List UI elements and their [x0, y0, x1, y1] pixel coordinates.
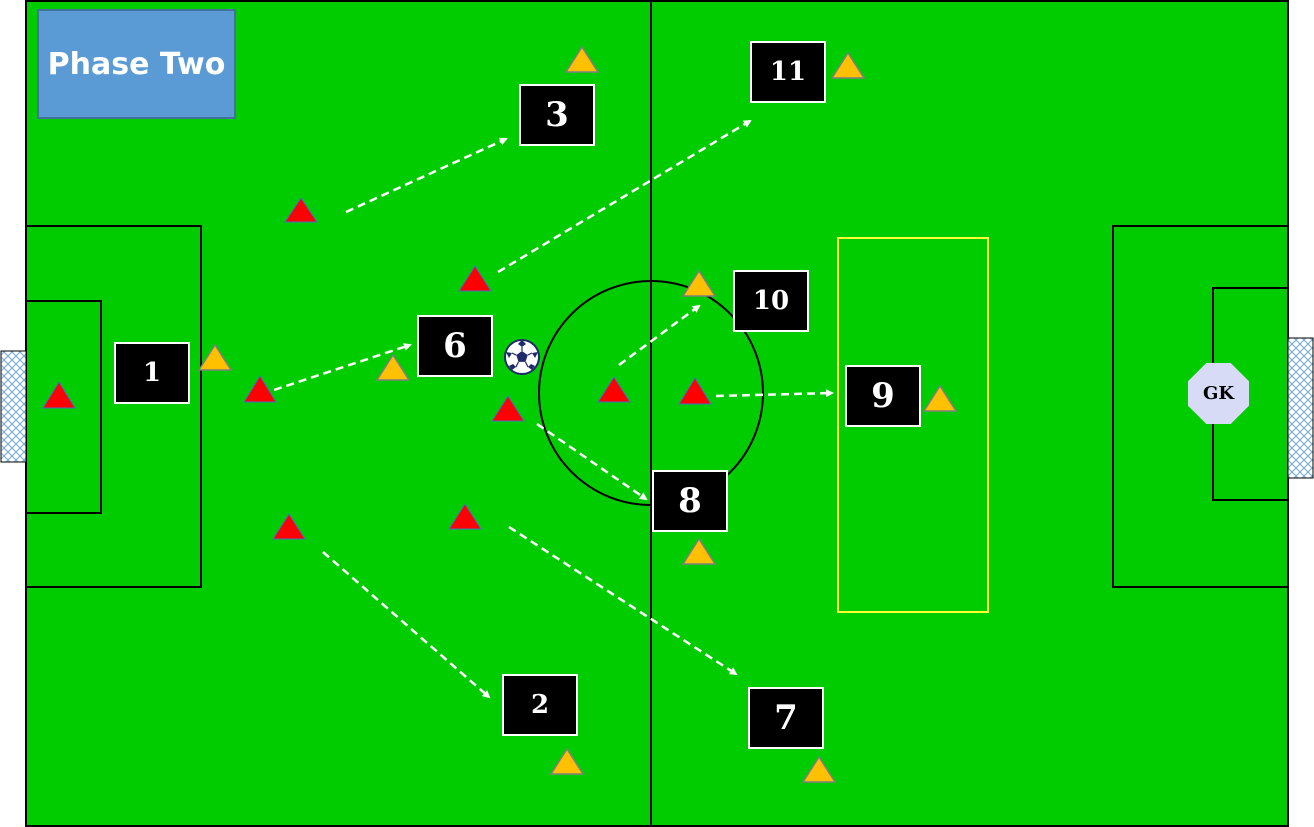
- goalkeeper-marker: GK: [1188, 363, 1249, 424]
- pass-arrow: [322, 551, 491, 699]
- player-box-2: 2: [502, 674, 578, 736]
- player-box-10: 10: [733, 270, 809, 332]
- red-cone-icon: [272, 513, 306, 540]
- pass-arrow: [345, 137, 508, 214]
- player-box-3: 3: [519, 84, 595, 146]
- yellow-cone-icon: [564, 45, 600, 73]
- red-cone-icon: [42, 381, 76, 409]
- player-box-8: 8: [652, 470, 728, 532]
- pass-arrow: [497, 119, 752, 274]
- yellow-cone-icon: [681, 269, 717, 297]
- player-box-11: 11: [750, 41, 826, 103]
- yellow-cone-icon: [197, 343, 233, 371]
- pass-arrow: [618, 304, 701, 367]
- red-cone-icon: [284, 197, 318, 223]
- center-circle: [538, 280, 764, 506]
- pass-arrow: [508, 525, 738, 676]
- yellow-cone-icon: [922, 384, 958, 412]
- soccer-ball-icon: [504, 339, 540, 375]
- pass-arrow: [715, 389, 834, 398]
- red-cone-icon: [597, 376, 631, 403]
- red-cone-icon: [458, 265, 492, 292]
- player-box-6: 6: [417, 315, 493, 377]
- yellow-cone-icon: [830, 51, 866, 79]
- left-goal-net: [0, 350, 27, 463]
- red-cone-icon: [448, 503, 482, 530]
- player-box-7: 7: [748, 687, 824, 749]
- red-cone-icon: [678, 377, 712, 405]
- red-cone-icon: [243, 375, 277, 403]
- pitch-surface: [25, 0, 1289, 827]
- player-box-9: 9: [845, 365, 921, 427]
- player-box-1: 1: [114, 342, 190, 404]
- pass-arrow: [273, 343, 412, 392]
- yellow-cone-icon: [549, 747, 585, 775]
- red-cone-icon: [491, 395, 525, 422]
- phase-label: Phase Two: [37, 9, 236, 119]
- yellow-cone-icon: [375, 353, 411, 381]
- pass-arrow: [536, 422, 648, 501]
- target-zone: [837, 237, 989, 613]
- right-goal-net: [1287, 337, 1314, 479]
- yellow-cone-icon: [681, 537, 717, 565]
- yellow-cone-icon: [801, 755, 837, 783]
